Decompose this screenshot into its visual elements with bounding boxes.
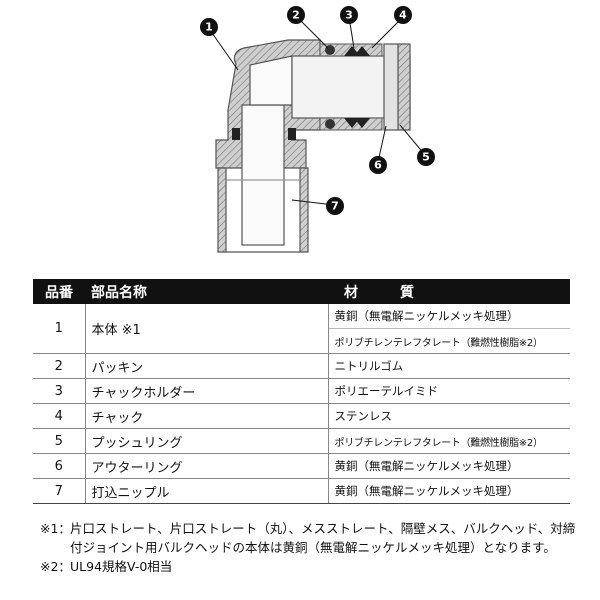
part-name: パッキン bbox=[85, 353, 329, 379]
table-header-row: 品番 部品名称 材 質 bbox=[33, 279, 570, 304]
part-name: 打込ニップル bbox=[85, 478, 329, 504]
svg-text:6: 6 bbox=[374, 159, 382, 172]
svg-text:3: 3 bbox=[345, 9, 353, 22]
part-material-alt: ポリブチレンテレフタレート（難燃性樹脂※2） bbox=[328, 328, 570, 354]
header-part-name: 部品名称 bbox=[85, 279, 328, 304]
part-name: アウターリング bbox=[85, 453, 329, 479]
svg-text:4: 4 bbox=[399, 9, 407, 22]
part-no: 3 bbox=[33, 378, 86, 404]
callout-2: 2 bbox=[287, 6, 305, 24]
table-row: 7 打込ニップル 黄銅（無電解ニッケルメッキ処理） bbox=[33, 478, 570, 504]
table-row: 3 チャックホルダー ポリエーテルイミド bbox=[33, 378, 570, 404]
part-material: ステンレス bbox=[328, 403, 570, 429]
table-row: ポリブチレンテレフタレート（難燃性樹脂※2） bbox=[33, 328, 570, 354]
parts-table: 品番 部品名称 材 質 1 本体 ※1 黄銅（無電解ニッケルメッキ処理） ポリブ… bbox=[33, 279, 570, 504]
footnote-2: ※2： UL94規格V-0相当 bbox=[40, 557, 580, 576]
footnote-1: ※1： 片口ストレート、片口ストレート（丸）、メスストレート、隔壁メス、バルクヘ… bbox=[40, 519, 580, 557]
svg-text:5: 5 bbox=[422, 151, 430, 164]
table-row: 6 アウターリング 黄銅（無電解ニッケルメッキ処理） bbox=[33, 453, 570, 479]
part-name: 本体 ※1 bbox=[85, 304, 329, 354]
footnote-mark: ※2： bbox=[40, 559, 71, 574]
part-material: ニトリルゴム bbox=[328, 353, 570, 379]
header-material: 材 質 bbox=[328, 279, 570, 304]
part-material: ポリブチレンテレフタレート（難燃性樹脂※2） bbox=[328, 428, 570, 454]
table-row: 4 チャック ステンレス bbox=[33, 403, 570, 429]
footnote-text: 片口ストレート、片口ストレート（丸）、メスストレート、隔壁メス、バルクヘッド、対… bbox=[70, 521, 576, 555]
elbow-fitting-drawing: 1 2 3 4 5 6 7 bbox=[200, 6, 435, 253]
table-row: 1 本体 ※1 黄銅（無電解ニッケルメッキ処理） bbox=[33, 304, 570, 354]
footnote-mark: ※1： bbox=[40, 521, 71, 536]
header-part-no: 品番 bbox=[33, 279, 85, 304]
callout-6: 6 bbox=[369, 156, 387, 174]
part-name: チャック bbox=[85, 403, 329, 429]
nipple-part bbox=[217, 167, 309, 253]
part-material: 黄銅（無電解ニッケルメッキ処理） bbox=[328, 453, 570, 479]
part-no: 7 bbox=[33, 478, 86, 504]
svg-text:1: 1 bbox=[205, 21, 213, 34]
part-no: 6 bbox=[33, 453, 86, 479]
part-no: 5 bbox=[33, 428, 86, 454]
callout-3: 3 bbox=[340, 6, 358, 24]
table-row: 2 パッキン ニトリルゴム bbox=[33, 353, 570, 379]
tube-part bbox=[291, 43, 411, 131]
fitting-cross-section-figure: 1 2 3 4 5 6 7 bbox=[0, 0, 600, 270]
svg-text:7: 7 bbox=[331, 200, 339, 213]
callout-1: 1 bbox=[200, 18, 218, 36]
callout-7: 7 bbox=[326, 197, 344, 215]
part-no: 4 bbox=[33, 403, 86, 429]
part-name: プッシュリング bbox=[85, 428, 329, 454]
part-material: 黄銅（無電解ニッケルメッキ処理） bbox=[328, 478, 570, 504]
part-material: 黄銅（無電解ニッケルメッキ処理） bbox=[328, 304, 570, 329]
part-material: ポリエーテルイミド bbox=[328, 378, 570, 404]
part-no: 2 bbox=[33, 353, 86, 379]
seal-details bbox=[232, 43, 383, 140]
callout-5: 5 bbox=[417, 148, 435, 166]
callout-4: 4 bbox=[394, 6, 412, 24]
table-row: 5 プッシュリング ポリブチレンテレフタレート（難燃性樹脂※2） bbox=[33, 428, 570, 454]
part-no: 1 bbox=[33, 304, 86, 354]
footnote-text: UL94規格V-0相当 bbox=[70, 559, 173, 574]
part-name: チャックホルダー bbox=[85, 378, 329, 404]
footnotes: ※1： 片口ストレート、片口ストレート（丸）、メスストレート、隔壁メス、バルクヘ… bbox=[40, 519, 580, 576]
svg-text:2: 2 bbox=[292, 9, 300, 22]
